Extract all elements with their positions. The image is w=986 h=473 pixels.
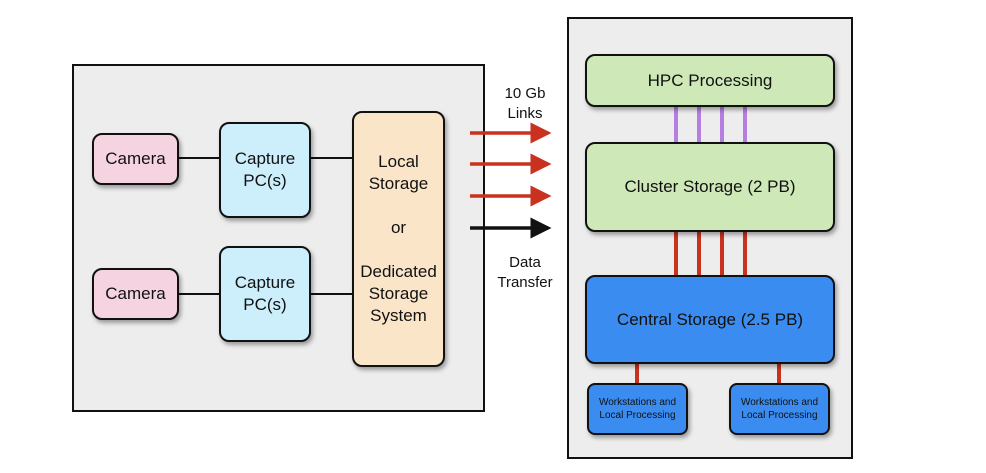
capture-to-storage-line-1 [310, 157, 354, 159]
workstation-label: Workstations and Local Processing [740, 397, 819, 421]
local-storage-box: Local Storage or Dedicated Storage Syste… [352, 111, 445, 367]
capture-pc-box-2: Capture PC(s) [219, 246, 311, 342]
capture-pc-label: Capture PC(s) [234, 149, 296, 190]
central-storage-box: Central Storage (2.5 PB) [585, 275, 835, 364]
capture-to-storage-line-2 [310, 293, 354, 295]
camera-to-capture-line-2 [178, 293, 220, 295]
central-storage-label: Central Storage (2.5 PB) [616, 309, 804, 329]
storage-link-2 [697, 231, 701, 276]
storage-link-1 [674, 231, 678, 276]
local-storage-label: Local Storage or Dedicated Storage Syste… [360, 152, 437, 325]
camera-box-2: Camera [92, 268, 179, 320]
workstation-link-1 [635, 363, 639, 384]
hpc-link-1 [674, 105, 678, 143]
hpc-link-2 [697, 105, 701, 143]
hpc-processing-label: HPC Processing [647, 70, 773, 90]
hpc-link-4 [743, 105, 747, 143]
workstation-label: Workstations and Local Processing [598, 397, 677, 421]
hpc-link-3 [720, 105, 724, 143]
data-transfer-label: Data Transfer [497, 254, 553, 291]
workstation-box-2: Workstations and Local Processing [729, 383, 830, 435]
camera-label: Camera [105, 284, 166, 303]
hpc-processing-box: HPC Processing [585, 54, 835, 107]
links-label: 10 Gb Links [504, 85, 546, 122]
camera-box-1: Camera [92, 133, 179, 185]
camera-to-capture-line-1 [178, 157, 220, 159]
capture-pc-label: Capture PC(s) [234, 273, 296, 314]
storage-link-4 [743, 231, 747, 276]
capture-pc-box-1: Capture PC(s) [219, 122, 311, 218]
storage-link-3 [720, 231, 724, 276]
workstation-link-2 [777, 363, 781, 384]
cluster-storage-box: Cluster Storage (2 PB) [585, 142, 835, 232]
cluster-storage-label: Cluster Storage (2 PB) [624, 177, 796, 196]
workstation-box-1: Workstations and Local Processing [587, 383, 688, 435]
camera-label: Camera [105, 149, 166, 168]
